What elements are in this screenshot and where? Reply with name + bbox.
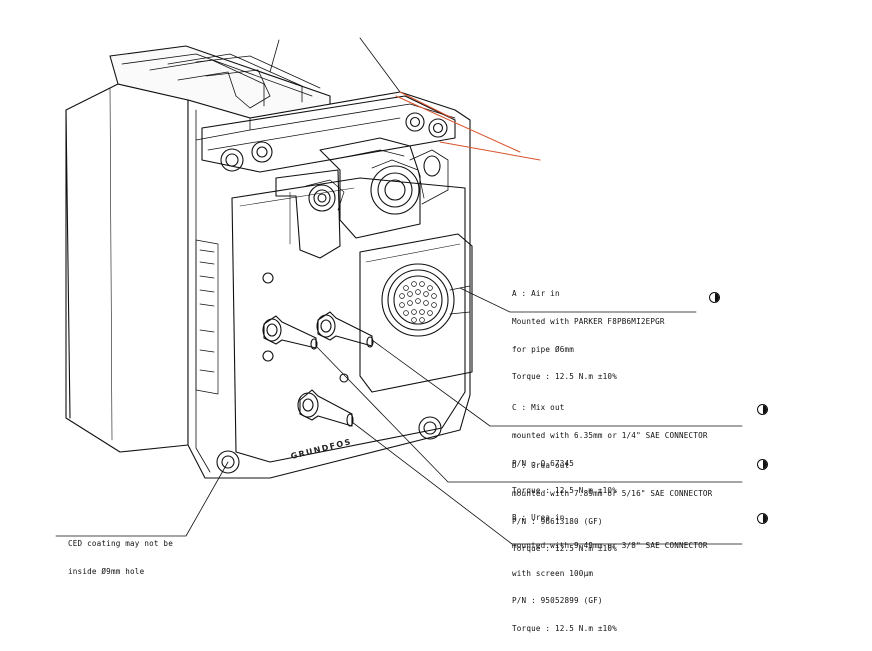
urea-in-fitting [297, 389, 354, 427]
half-circle-icon [757, 404, 768, 415]
round-connector-top [370, 149, 449, 215]
mount-hole-top-left [220, 148, 244, 172]
mount-hole-top-mid [251, 141, 273, 163]
air-in-connector [305, 179, 345, 212]
top-cover [109, 45, 331, 119]
electrical-connector [359, 233, 473, 393]
note-urea-in: B : Urea in mounted with 9.49mm or 3/8" … [512, 513, 708, 633]
pump-drawing [55, 37, 743, 545]
note-mix-out: C : Mix out mounted with 6.35mm or 1/4" … [512, 403, 708, 496]
note-ced-coating: CED coating may not be inside Ø9mm hole [68, 539, 173, 577]
leader-lines [55, 37, 743, 545]
side-label [195, 239, 219, 395]
half-circle-icon [757, 459, 768, 470]
note-urea-out: D : Urea out mounted with 7.89mm or 5/16… [512, 461, 713, 554]
mix-out-fitting [316, 311, 374, 348]
top-flange [201, 95, 456, 173]
note-air-in: A : Air in Mounted with PARKER F8PB6MI2E… [512, 289, 665, 382]
technical-drawing: GRUNDFOS A : Air in Mounted with PARKER … [55, 37, 768, 633]
urea-out-fitting [262, 315, 318, 350]
coating-hole [216, 450, 240, 474]
front-plate [231, 177, 466, 463]
half-circle-icon [709, 292, 720, 303]
side-bracket [275, 169, 341, 259]
mount-hole-top-right [405, 112, 425, 132]
housing-back [65, 83, 189, 453]
red-annotation-lines [395, 91, 541, 161]
half-circle-icon [757, 513, 768, 524]
front-body [187, 91, 471, 479]
